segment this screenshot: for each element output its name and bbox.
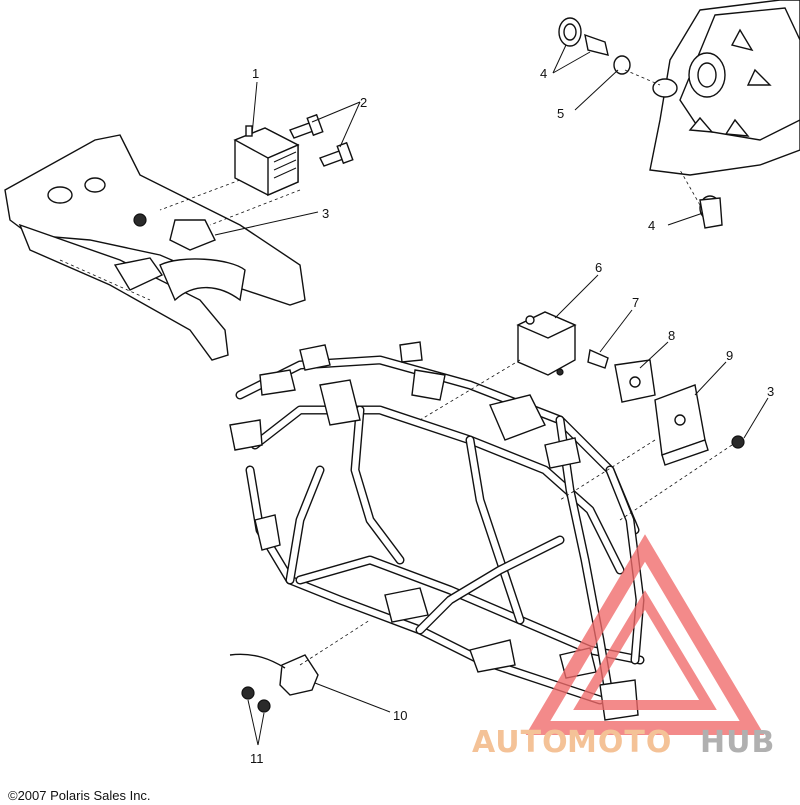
callout-9: 9 [726, 348, 733, 363]
callout-8: 8 [668, 328, 675, 343]
lamp-housing [649, 0, 800, 176]
callout-4b: 4 [648, 218, 655, 233]
leader-lines [214, 44, 769, 746]
callout-3b: 3 [767, 384, 774, 399]
callout-3a: 3 [322, 206, 329, 221]
callout-2: 2 [360, 95, 367, 110]
nut-part-3b [731, 435, 745, 449]
alignment-lines [159, 69, 733, 521]
control-box-part-1 [233, 125, 300, 197]
callout-4a: 4 [540, 66, 547, 81]
module-part-6 [516, 311, 577, 376]
callout-11: 11 [250, 751, 264, 766]
watermark-text-moto: MOTO [567, 725, 672, 760]
watermark-logo: AUTO MOTO HUB [472, 534, 775, 760]
callout-7: 7 [632, 295, 639, 310]
copyright-text: ©2007 Polaris Sales Inc. [8, 788, 151, 803]
watermark-text-hub: HUB [700, 725, 775, 760]
watermark-text-auto: AUTO [472, 725, 569, 760]
callout-6: 6 [595, 260, 602, 275]
callout-labels: 1 2 3 4 5 4 6 7 8 9 3 10 11 [250, 66, 774, 766]
nuts-part-11 [241, 686, 271, 713]
callout-1: 1 [252, 66, 259, 81]
grommets-part-4 [558, 17, 723, 229]
watermark-triangle [525, 534, 765, 735]
callout-10: 10 [393, 708, 407, 723]
callout-5: 5 [557, 106, 564, 121]
mount-part-10 [229, 619, 371, 696]
rear-subframe [4, 134, 306, 361]
screw-part-7 [587, 348, 609, 369]
bracket-part-9 [654, 384, 709, 466]
plate-part-8 [614, 359, 656, 403]
bolts-part-2 [289, 113, 354, 167]
